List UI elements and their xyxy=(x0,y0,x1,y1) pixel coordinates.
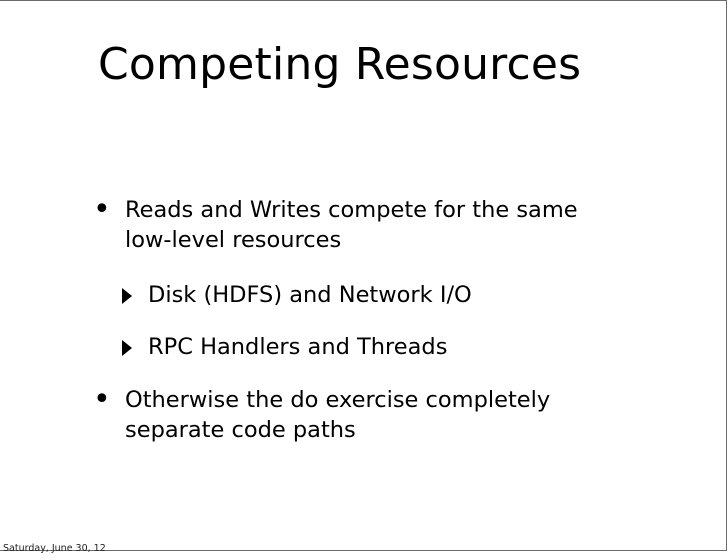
footer-date: Saturday, June 30, 12 xyxy=(3,543,106,554)
bullet-text-line: Otherwise the do exercise completely xyxy=(125,387,551,413)
triangle-bullet-icon xyxy=(122,340,132,356)
slide-title: Competing Resources xyxy=(98,39,582,90)
bullet-text-line: low-level resources xyxy=(125,227,342,253)
bullet-dot-icon: • xyxy=(93,192,111,227)
bullet-text-line: Reads and Writes compete for the same xyxy=(125,197,578,223)
bullet-item-1: • Reads and Writes compete for the same … xyxy=(93,195,578,255)
sub-bullet-text: Disk (HDFS) and Network I/O xyxy=(148,282,472,308)
sub-bullet-item-2: RPC Handlers and Threads xyxy=(122,332,448,362)
triangle-bullet-icon xyxy=(122,288,132,304)
bullet-text-line: separate code paths xyxy=(125,417,356,443)
bullet-dot-icon: • xyxy=(93,382,111,417)
bullet-item-2: • Otherwise the do exercise completely s… xyxy=(93,385,551,445)
sub-bullet-item-1: Disk (HDFS) and Network I/O xyxy=(122,280,472,310)
sub-bullet-text: RPC Handlers and Threads xyxy=(148,334,448,360)
